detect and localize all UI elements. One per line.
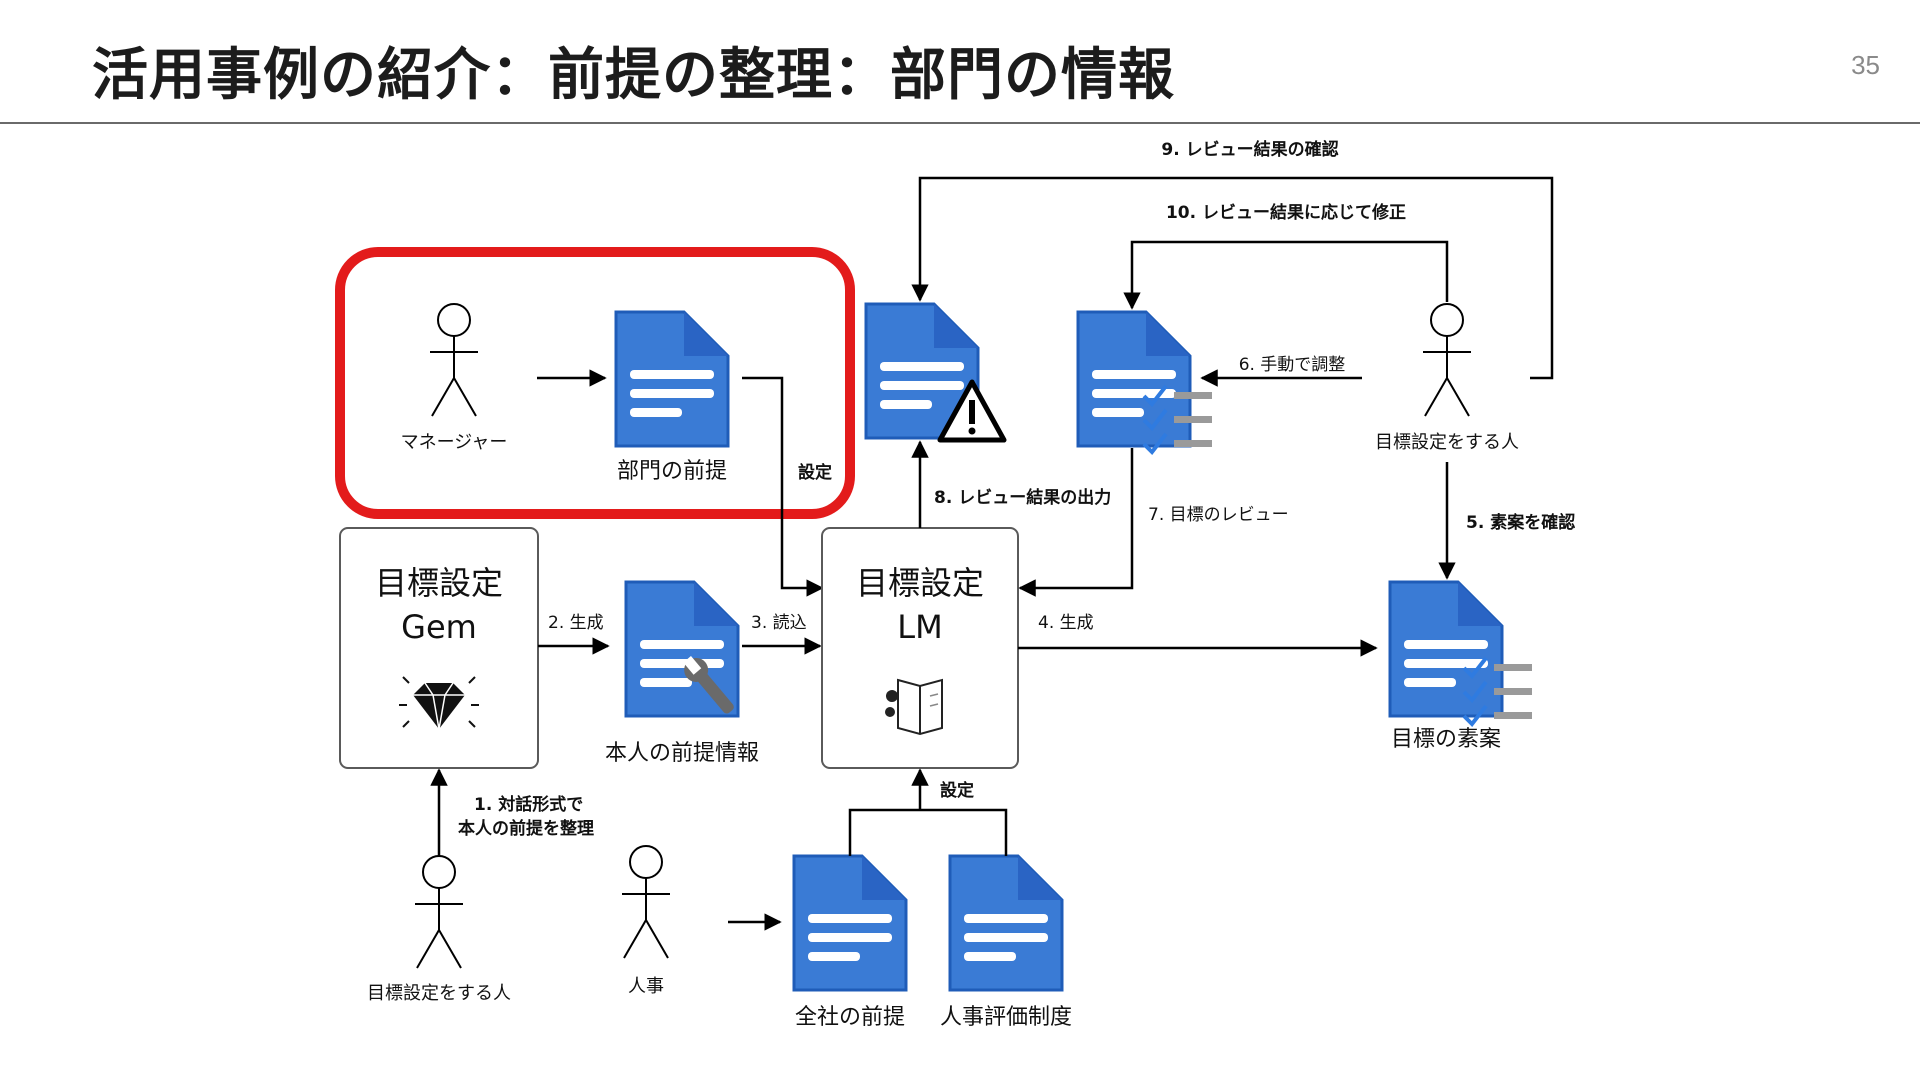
lm-title: 目標設定	[856, 564, 984, 602]
adjusted-goal-document-icon	[1076, 310, 1192, 448]
personal-premise-label: 本人の前提情報	[605, 741, 759, 766]
goal-setter-right-actor-icon	[1422, 303, 1472, 417]
company-premise-label: 全社の前提	[795, 1005, 905, 1030]
step1-label-line1: 1. 対話形式で	[474, 794, 583, 815]
gem-box	[339, 527, 539, 769]
step9-label: 9. レビュー結果の確認	[1161, 139, 1338, 160]
hr-evaluation-document-icon	[948, 854, 1064, 992]
step1-label-line2: 本人の前提を整理	[458, 818, 594, 839]
hr-evaluation-label: 人事評価制度	[940, 1005, 1072, 1030]
step10-label: 10. レビュー結果に応じて修正	[1166, 202, 1406, 223]
goal-setter-bottom-label: 目標設定をする人	[367, 983, 511, 1004]
department-premise-document-icon	[614, 310, 730, 448]
gem-title: 目標設定	[375, 564, 503, 602]
goal-setter-bottom-actor-icon	[414, 855, 464, 969]
page-number: 35	[1851, 50, 1880, 80]
manager-actor-icon	[429, 303, 479, 417]
step5-label: 5. 素案を確認	[1466, 512, 1575, 533]
step7-arrow	[1018, 448, 1134, 597]
step9-arrow	[911, 176, 1554, 380]
notebook-icon	[885, 678, 943, 736]
title-divider	[0, 122, 1920, 124]
step10-arrow	[1123, 240, 1449, 310]
slide-title: 活用事例の紹介：前提の整理：部門の情報	[92, 43, 1175, 108]
bottom-docs-to-lm-connector	[848, 808, 1008, 856]
gem-subtitle: Gem	[401, 608, 477, 646]
warning-icon	[937, 379, 1007, 443]
lm-subtitle: LM	[897, 608, 942, 646]
hr-actor-icon	[621, 845, 671, 959]
goal-setter-right-label: 目標設定をする人	[1375, 432, 1519, 453]
department-premise-label: 部門の前提	[617, 459, 727, 484]
company-premise-document-icon	[792, 854, 908, 992]
hr-label: 人事	[628, 976, 664, 997]
setting-label-top: 設定	[798, 462, 832, 483]
step2-label: 2. 生成	[548, 613, 604, 633]
goal-draft-document-icon	[1388, 580, 1504, 718]
manager-label: マネージャー	[401, 432, 508, 453]
setting-label-bottom: 設定	[940, 780, 974, 801]
wrench-icon	[683, 656, 734, 714]
goal-draft-label: 目標の素案	[1391, 727, 1501, 752]
step6-label: 6. 手動で調整	[1239, 355, 1346, 375]
dept-to-lm-arrow	[742, 376, 824, 597]
step3-label: 3. 読込	[751, 613, 807, 633]
step8-label: 8. レビュー結果の出力	[934, 487, 1111, 508]
diamond-icon	[399, 676, 479, 730]
highlight-frame	[335, 247, 855, 519]
step4-label: 4. 生成	[1038, 613, 1094, 633]
step7-label: 7. 目標のレビュー	[1148, 505, 1289, 525]
